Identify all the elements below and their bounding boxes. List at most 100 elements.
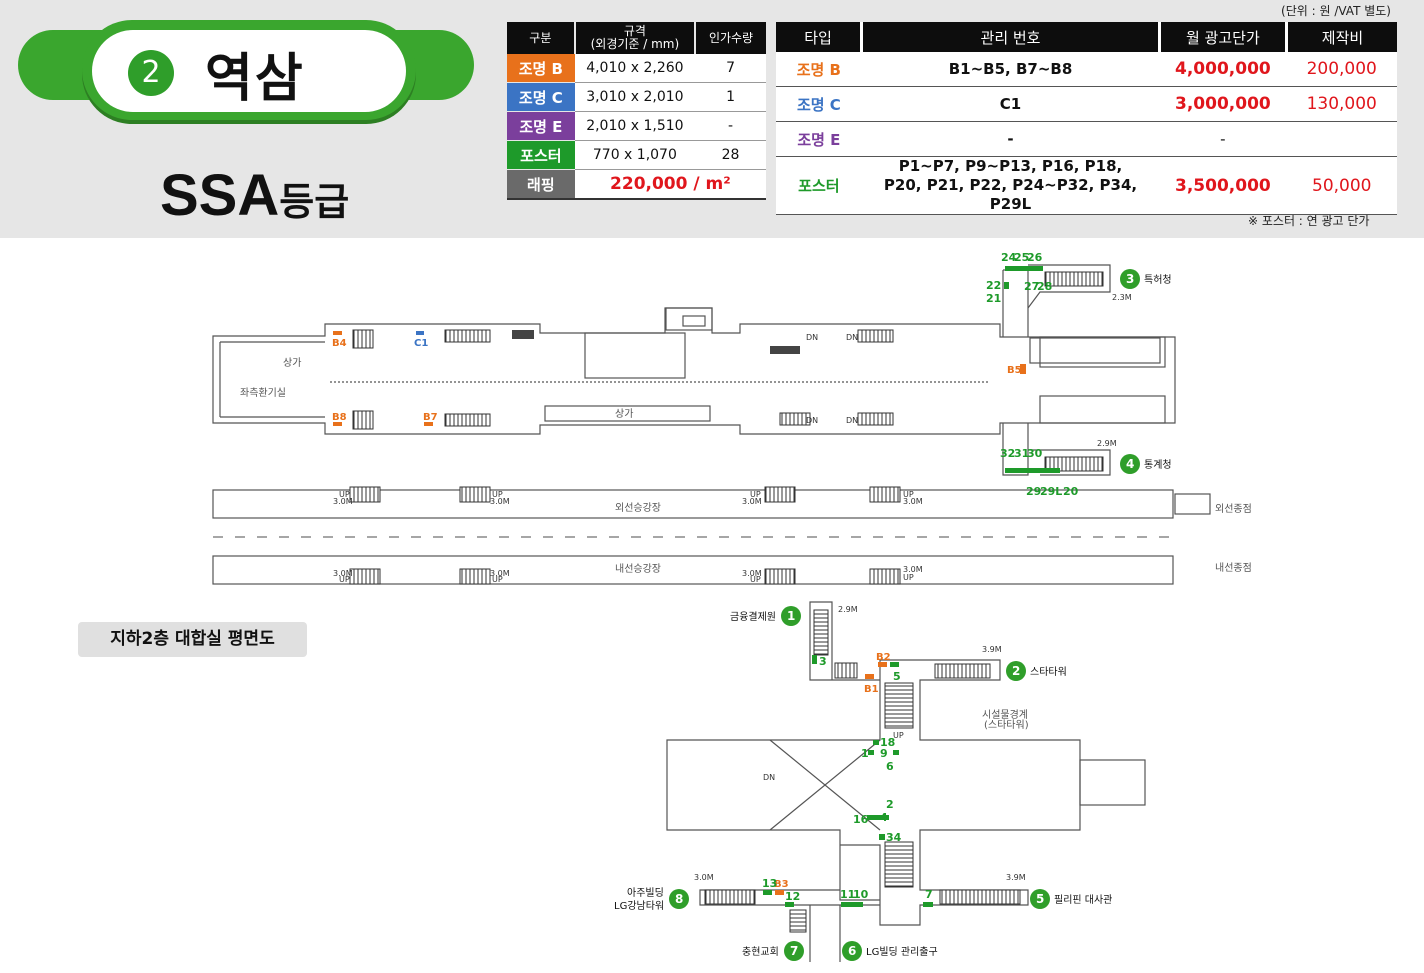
height-label: 2.9M	[1097, 439, 1117, 448]
poster-label: 28	[1037, 280, 1052, 293]
spec-wrap-row: 래핑 220,000 / m²	[507, 169, 766, 200]
price-type-cell: 조명 E	[776, 121, 862, 157]
price-cost-cell	[1286, 121, 1397, 157]
area-labels: 상가 좌측환기실 상가 외선승강장 내선승강장 외선종점 내선종점 시설물경계 …	[240, 357, 1252, 731]
marker-c1	[416, 331, 424, 335]
poster-label: 27	[1024, 280, 1039, 293]
station-name: 역삼	[205, 49, 305, 109]
height-label: 3.9M	[982, 645, 1002, 654]
spec-row: 조명 B 4,010 x 2,260 7	[507, 54, 766, 83]
poster-label: 20	[1063, 485, 1079, 498]
spec-qty-cell: 1	[695, 82, 766, 112]
poster-label: 6	[886, 760, 894, 773]
stairs-up-label: UP	[750, 490, 761, 499]
height-label: 3.0M	[333, 569, 353, 578]
marker-b8	[333, 422, 342, 426]
spec-size-cell: 4,010 x 2,260	[574, 54, 696, 83]
exit-badge-5: 5 필리핀 대사관	[1030, 889, 1112, 909]
exit-name-2: LG강남타워	[614, 899, 664, 912]
marker-label: B2	[876, 652, 891, 663]
facility-boundary-label: 시설물경계	[982, 708, 1028, 721]
exit-badge-3: 3 특허청	[1120, 269, 1172, 289]
outer-platform-label: 외선승강장	[615, 502, 661, 514]
poster-label: 7	[925, 888, 933, 901]
marker-label: B1	[864, 684, 879, 695]
poster-label: 9	[880, 747, 888, 760]
exit-badge-4: 4 통계청	[1120, 454, 1172, 474]
spec-type-cell: 조명 E	[507, 111, 575, 141]
stairs-down-label: DN	[846, 333, 858, 342]
poster-label: 16	[853, 813, 869, 826]
price-row: 포스터 P1~P7, P9~P13, P16, P18,P20, P21, P2…	[776, 156, 1397, 215]
price-mgmt-cell: -	[861, 121, 1160, 157]
spec-type-cell: 포스터	[507, 140, 575, 170]
marker-b3	[775, 890, 784, 895]
poster-label: 24	[1001, 251, 1017, 264]
exit-number: 6	[848, 944, 856, 958]
poster-label: 2	[886, 798, 894, 811]
stairs-up-label: UP	[492, 575, 503, 584]
marker-b2	[878, 662, 887, 667]
exit-badge-8: 8 아주빌딩 LG강남타워	[614, 887, 689, 912]
marker-b1	[865, 674, 874, 679]
poster-label: 21	[986, 292, 1001, 305]
vent-room-label: 좌측환기실	[240, 387, 286, 399]
exit-name: 스타타워	[1030, 665, 1067, 678]
stairs-down-label: DN	[846, 416, 858, 425]
exit-name: 아주빌딩	[627, 887, 664, 899]
height-label: 3.0M	[742, 497, 762, 506]
grade-main: SSA	[160, 163, 280, 228]
spec-table: 구분 규격(외경기준 / mm) 인가수량 조명 B 4,010 x 2,260…	[507, 22, 766, 200]
lighting-ad-markers: B4 B8 B7 B5 B2 B1 B3 C1	[332, 331, 1026, 895]
spec-size-cell: 770 x 1,070	[574, 140, 696, 170]
poster-label: 1	[861, 747, 869, 760]
marker-label: B7	[423, 412, 438, 423]
exit-badges: 1 금융결제원 2 스타타워 3 특허청 4 통계청 5 필리핀 대사관 6 L…	[614, 269, 1172, 961]
price-type-cell: 조명 B	[776, 52, 862, 87]
stairs-down-label: DN	[763, 773, 775, 782]
spec-wrap-type: 래핑	[507, 169, 575, 200]
price-header-mgmt: 관리 번호	[861, 22, 1161, 52]
price-rate-cell: 3,000,000	[1159, 86, 1287, 122]
height-label: 2.9M	[838, 605, 858, 614]
exit-number: 4	[1126, 457, 1134, 471]
height-label: 3.0M	[903, 565, 923, 574]
inner-terminal-label: 내선종점	[1215, 562, 1252, 574]
poster-label: 10	[853, 888, 869, 901]
exit-name: 금융결제원	[730, 611, 776, 623]
exit-name: 필리핀 대사관	[1054, 894, 1112, 906]
price-type-cell: 포스터	[776, 156, 862, 215]
marker-b7	[424, 422, 433, 426]
spec-header-size-sub: (외경기준 / mm)	[590, 37, 680, 51]
poster-label: 5	[893, 670, 901, 683]
unit-note: (단위 : 원 /VAT 별도)	[1281, 4, 1391, 18]
station-grade: SSA등급	[160, 162, 349, 229]
poster-label: 18	[880, 736, 895, 749]
exit-number: 3	[1126, 272, 1134, 286]
height-label: 3.9M	[1006, 873, 1026, 882]
price-cost-cell: 200,000	[1286, 52, 1397, 87]
price-rate-cell: 3,500,000	[1159, 156, 1287, 215]
poster-markers: 24 25 26 22 21 27 28 32 31 30 29 29L 20 …	[762, 251, 1079, 907]
exit-number: 8	[675, 892, 683, 906]
spec-header-size-label: 규격	[623, 24, 646, 38]
price-header-type: 타입	[776, 22, 864, 52]
price-header-row: 타입 관리 번호 월 광고단가 제작비	[776, 22, 1397, 52]
price-row: 조명 E - -	[776, 121, 1397, 157]
stairs-down-label: DN	[806, 333, 818, 342]
height-label: 3.0M	[490, 497, 510, 506]
stairs-group	[349, 271, 1104, 933]
price-mgmt-line1: P1~P7, P9~P13, P16, P18,	[898, 157, 1123, 175]
spec-type-cell: 조명 B	[507, 54, 575, 83]
footnote: ※ 포스터 : 연 광고 단가	[1248, 214, 1370, 228]
spec-row: 포스터 770 x 1,070 28	[507, 140, 766, 170]
price-rate-cell: 4,000,000	[1159, 52, 1287, 87]
height-label: 2.3M	[1112, 293, 1132, 302]
exit-badge-6: 6 LG빌딩 관리출구	[842, 941, 938, 961]
facility-boundary-label-2: (스타타워)	[984, 718, 1029, 731]
poster-label: 34	[886, 831, 902, 844]
floor-plan-title: 지하2층 대합실 평면도	[78, 622, 307, 657]
poster-label: 13	[762, 877, 777, 890]
concourse-structure	[212, 264, 1211, 962]
marker-label: B8	[332, 412, 347, 423]
